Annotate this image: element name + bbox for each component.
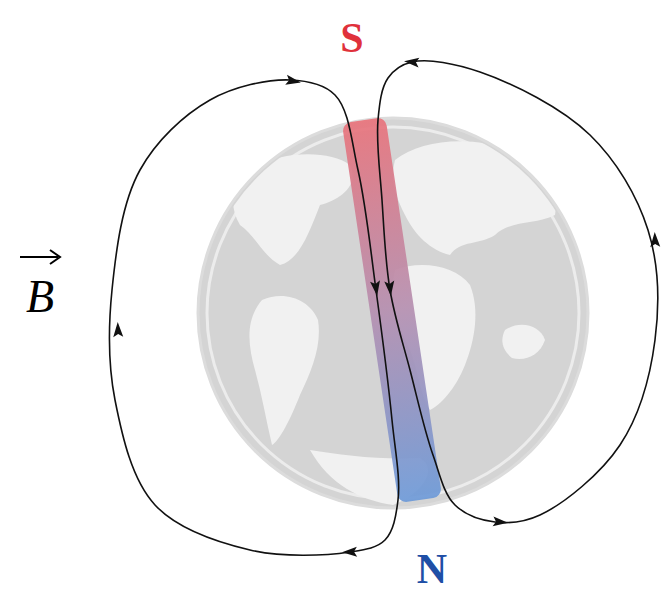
vector-arrow xyxy=(20,250,60,264)
pole-label: S xyxy=(340,17,363,59)
field-arrowhead xyxy=(113,322,124,337)
field-arrowhead xyxy=(650,232,661,247)
field-line xyxy=(377,61,657,523)
field-arrowhead xyxy=(342,547,357,558)
field-arrowhead xyxy=(384,281,396,297)
field-line xyxy=(109,80,398,555)
pole-label: N xyxy=(417,548,447,590)
bar-magnet xyxy=(342,117,442,503)
field-arrowhead xyxy=(285,75,302,87)
field-arrowhead xyxy=(493,516,509,527)
field-symbol: B xyxy=(26,274,54,320)
field-lines xyxy=(109,56,660,557)
field-arrowhead xyxy=(404,56,420,67)
field-arrowhead xyxy=(370,280,382,296)
